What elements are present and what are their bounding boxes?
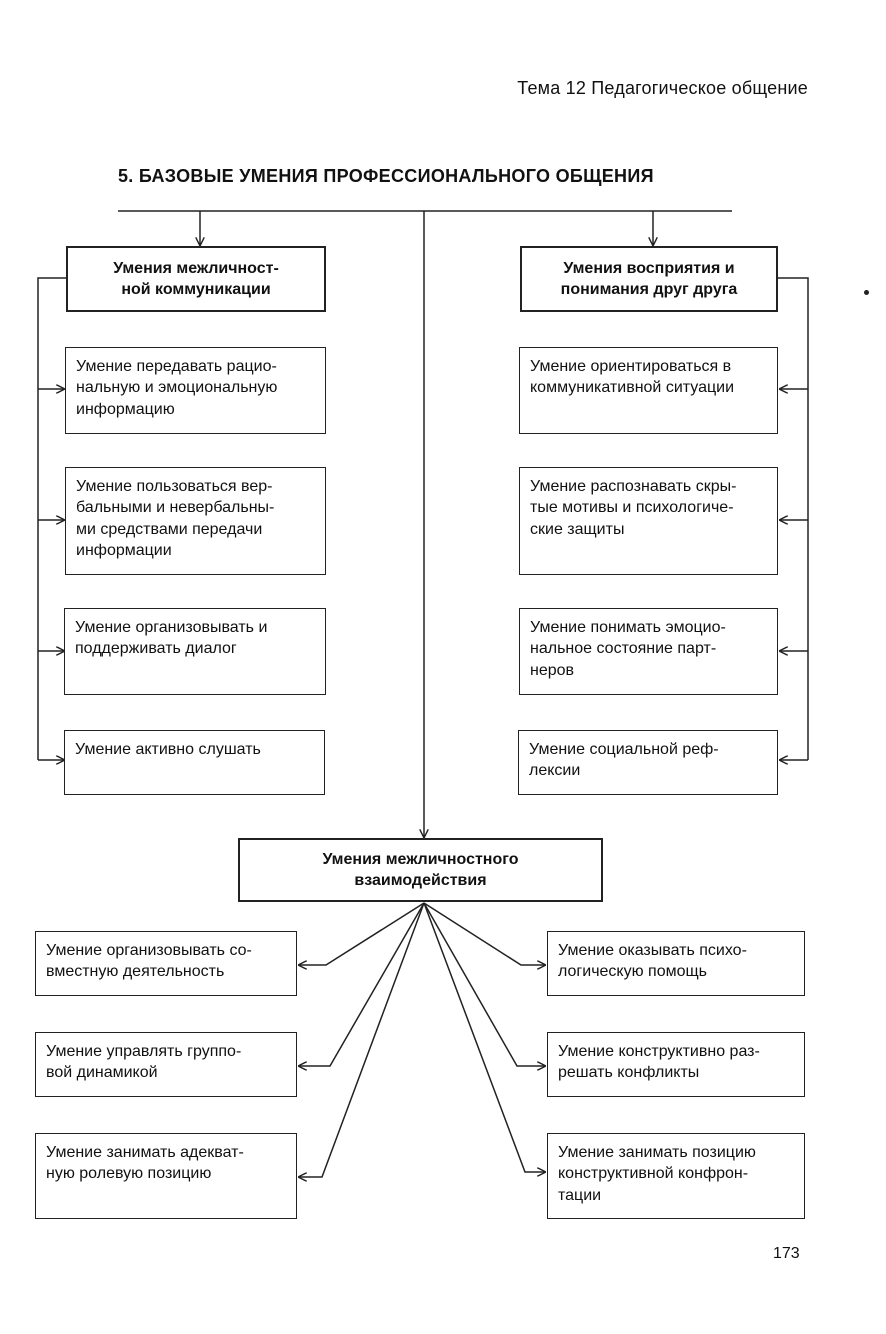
left-heading-box: Умения межличност- ной коммуникации (66, 246, 326, 312)
running-header: Тема 12 Педагогическое общение (517, 78, 808, 98)
bottom-heading-box: Умения межличностного взаимодействия (238, 838, 603, 902)
diagram-title: 5. БАЗОВЫЕ УМЕНИЯ ПРОФЕССИОНАЛЬНОГО ОБЩЕ… (118, 166, 654, 186)
bottom-right-item-1: Умение оказывать психо- логическую помощ… (547, 931, 805, 996)
fan-left-2 (299, 902, 425, 1066)
right-heading-box: Умения восприятия и понимания друг друга (520, 246, 778, 312)
bottom-left-item-3: Умение занимать адекват- ную ролевую поз… (35, 1133, 297, 1219)
left-item-1: Умение передавать рацио- нальную и эмоци… (65, 347, 326, 434)
bottom-right-item-3: Умение занимать позицию конструктивной к… (547, 1133, 805, 1219)
fan-right-3 (423, 902, 545, 1172)
page-number: 173 (773, 1245, 800, 1262)
right-item-2: Умение распознавать скры- тые мотивы и п… (519, 467, 778, 575)
fan-right-1 (423, 902, 545, 965)
print-dot (864, 290, 869, 295)
bottom-left-item-1: Умение организовывать со- вместную деяте… (35, 931, 297, 996)
right-item-4: Умение социальной реф- лексии (518, 730, 778, 795)
right-item-3: Умение понимать эмоцио- нальное состояни… (519, 608, 778, 695)
bottom-right-item-2: Умение конструктивно раз- решать конфлик… (547, 1032, 805, 1097)
left-bracket (37, 277, 66, 760)
fan-right-2 (423, 902, 545, 1066)
left-item-3: Умение организовывать и поддерживать диа… (64, 608, 326, 695)
fan-left-3 (299, 902, 425, 1177)
right-bracket (778, 277, 809, 760)
left-item-4: Умение активно слушать (64, 730, 325, 795)
fan-left-1 (299, 902, 425, 965)
right-item-1: Умение ориентироваться в коммуникативной… (519, 347, 778, 434)
bottom-left-item-2: Умение управлять группо- вой динамикой (35, 1032, 297, 1097)
left-item-2: Умение пользоваться вер- бальными и неве… (65, 467, 326, 575)
